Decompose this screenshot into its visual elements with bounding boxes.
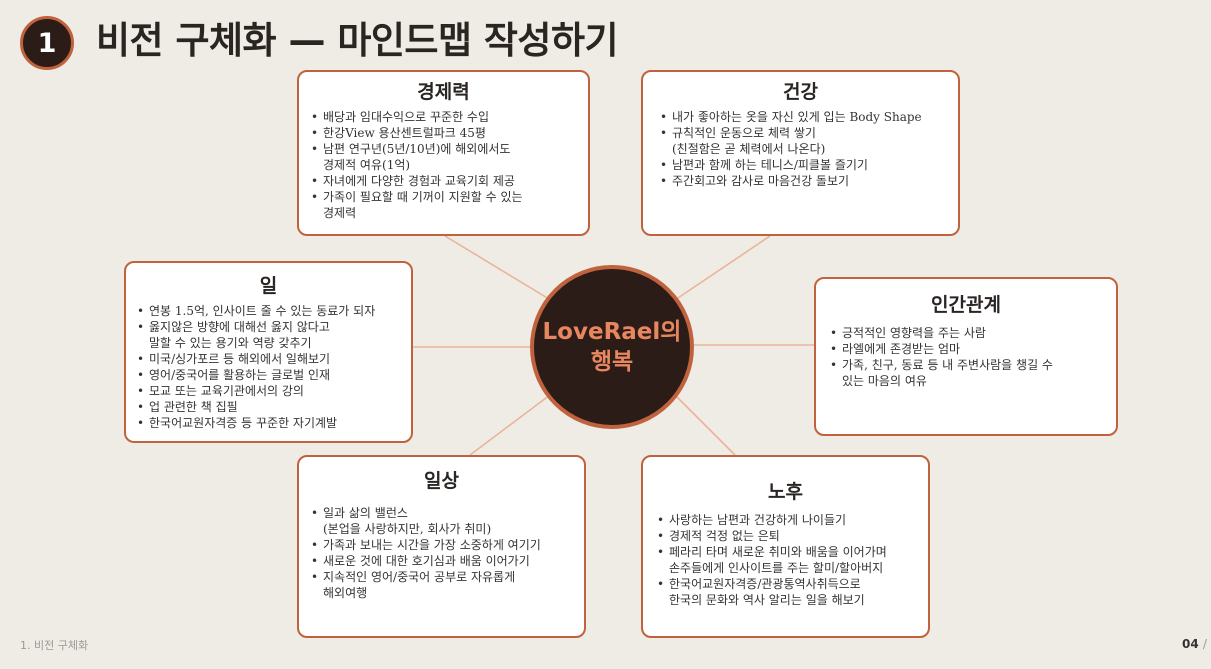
node-list: 내가 좋아하는 옷을 자신 있게 입는 Body Shape 규칙적인 운동으로… — [658, 109, 958, 189]
page-number-current: 04 — [1182, 637, 1199, 651]
node-work: 일 연봉 1.5억, 인사이트 줄 수 있는 동료가 되자 옳지않은 방향에 대… — [124, 261, 413, 443]
list-item: 업 관련한 책 집필 — [135, 399, 411, 415]
page-number: 04 / — [1182, 637, 1207, 651]
list-item: 한국어교원자격증/관광통역사취득으로 한국의 문화와 역사 알리는 일을 해보기 — [655, 576, 928, 608]
list-item: 자녀에게 다양한 경험과 교육기회 제공 — [309, 173, 588, 189]
node-list: 연봉 1.5억, 인사이트 줄 수 있는 동료가 되자 옳지않은 방향에 대해선… — [135, 303, 411, 431]
list-item: 가족과 보내는 시간을 가장 소중하게 여기기 — [309, 537, 584, 553]
connector-economy — [444, 235, 555, 303]
node-title: 인간관계 — [931, 294, 1001, 316]
list-item: 남편과 함께 하는 테니스/피클볼 즐기기 — [658, 157, 958, 173]
footer-section-label: 1. 비전 구체화 — [20, 639, 89, 652]
list-item: 페라리 타며 새로운 취미와 배움을 이어가며 손주들에게 인사이트를 주는 할… — [655, 544, 928, 576]
section-number-badge: 1 — [20, 16, 74, 70]
list-item: 일과 삶의 밸런스 (본업을 사랑하지만, 회사가 취미) — [309, 505, 584, 537]
list-item: 라엘에게 존경받는 엄마 — [828, 341, 1116, 357]
node-list: 일과 삶의 밸런스 (본업을 사랑하지만, 회사가 취미) 가족과 보내는 시간… — [309, 505, 584, 601]
node-economy: 경제력 배당과 임대수익으로 꾸준한 수입 한강View 용산센트럴파크 45평… — [297, 70, 590, 236]
central-topic-label: LoveRael의 행복 — [542, 319, 682, 375]
node-list: 긍적적인 영향력을 주는 사람 라엘에게 존경받는 엄마 가족, 친구, 동료 … — [828, 325, 1116, 389]
node-title: 경제력 — [417, 81, 470, 103]
list-item: 미국/싱가포르 등 해외에서 일해보기 — [135, 351, 411, 367]
connector-retirement — [671, 391, 736, 456]
node-title: 일 — [259, 275, 278, 297]
list-item: 경제적 걱정 없는 은퇴 — [655, 528, 928, 544]
list-item: 내가 좋아하는 옷을 자신 있게 입는 Body Shape — [658, 109, 958, 125]
list-item: 남편 연구년(5년/10년)에 해외에서도 경제적 여유(1억) — [309, 141, 588, 173]
list-item: 가족이 필요할 때 기꺼이 지원할 수 있는 경제력 — [309, 189, 588, 221]
node-title: 노후 — [768, 481, 803, 503]
list-item: 주간회고와 감사로 마음건강 돌보기 — [658, 173, 958, 189]
list-item: 연봉 1.5억, 인사이트 줄 수 있는 동료가 되자 — [135, 303, 411, 319]
list-item: 영어/중국어를 활용하는 글로벌 인재 — [135, 367, 411, 383]
node-list: 배당과 임대수익으로 꾸준한 수입 한강View 용산센트럴파크 45평 남편 … — [309, 109, 588, 221]
node-relations: 인간관계 긍적적인 영향력을 주는 사람 라엘에게 존경받는 엄마 가족, 친구… — [814, 277, 1118, 436]
node-title: 건강 — [783, 81, 818, 103]
list-item: 옳지않은 방향에 대해선 옳지 않다고 말할 수 있는 용기와 역량 갖추기 — [135, 319, 411, 351]
list-item: 지속적인 영어/중국어 공부로 자유롭게 해외여행 — [309, 569, 584, 601]
node-title: 일상 — [424, 470, 459, 492]
list-item: 사랑하는 남편과 건강하게 나이들기 — [655, 512, 928, 528]
list-item: 배당과 임대수익으로 꾸준한 수입 — [309, 109, 588, 125]
node-list: 사랑하는 남편과 건강하게 나이들기 경제적 걱정 없는 은퇴 페라리 타며 새… — [655, 512, 928, 608]
list-item: 모교 또는 교육기관에서의 강의 — [135, 383, 411, 399]
central-topic: LoveRael의 행복 — [530, 265, 694, 429]
list-item: 가족, 친구, 동료 등 내 주변사람을 챙길 수 있는 마음의 여유 — [828, 357, 1116, 389]
list-item: 한강View 용산센트럴파크 45평 — [309, 125, 588, 141]
node-health: 건강 내가 좋아하는 옷을 자신 있게 입는 Body Shape 규칙적인 운… — [641, 70, 960, 236]
list-item: 규칙적인 운동으로 체력 쌓기 (친절함은 곧 체력에서 나온다) — [658, 125, 958, 157]
connector-daily — [469, 391, 555, 456]
list-item: 긍적적인 영향력을 주는 사람 — [828, 325, 1116, 341]
page-separator: / — [1202, 637, 1207, 651]
page-title: 비전 구체화 — 마인드맵 작성하기 — [96, 19, 619, 62]
node-daily: 일상 일과 삶의 밸런스 (본업을 사랑하지만, 회사가 취미) 가족과 보내는… — [297, 455, 586, 638]
node-retirement: 노후 사랑하는 남편과 건강하게 나이들기 경제적 걱정 없는 은퇴 페라리 타… — [641, 455, 930, 638]
list-item: 한국어교원자격증 등 꾸준한 자기계발 — [135, 415, 411, 431]
list-item: 새로운 것에 대한 호기심과 배움 이어가기 — [309, 553, 584, 569]
connector-health — [671, 235, 771, 303]
